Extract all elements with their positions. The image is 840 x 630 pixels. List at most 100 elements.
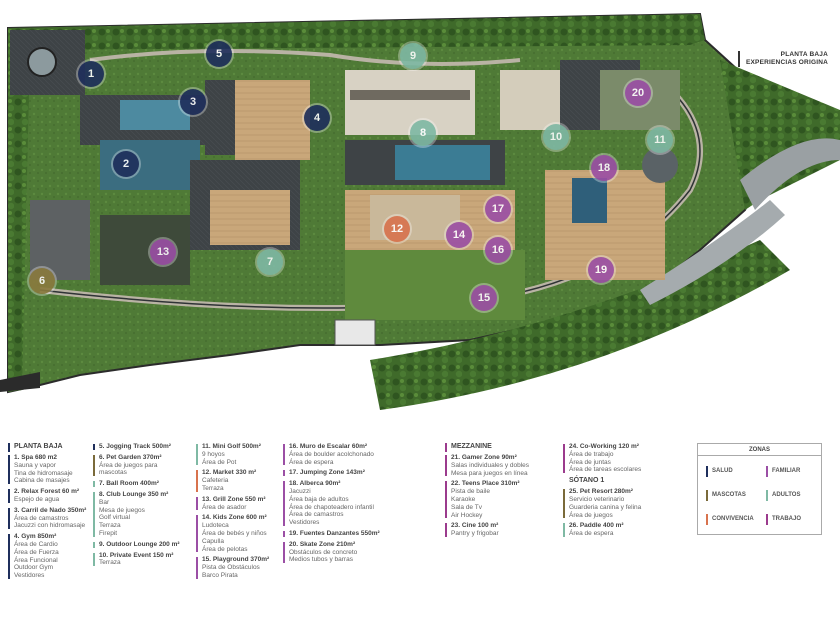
legend-item-title: 15. Playground 370m² xyxy=(202,556,270,564)
legend-item-detail: Área baja de adultos xyxy=(289,495,349,503)
legend-item-detail: Área de espera xyxy=(569,530,614,538)
legend-item-detail: Golf virtual xyxy=(99,514,131,522)
legend-item-detail: Área de camastros xyxy=(289,511,344,519)
plan-title-line1: PLANTA BAJA xyxy=(780,51,828,58)
legend-item-detail: Terraza xyxy=(99,522,121,530)
zone-color-stripe xyxy=(8,507,10,530)
amenity-marker-12[interactable]: 12 xyxy=(384,216,410,242)
legend-column-2: 5. Jogging Track 500m² 6. Pet Garden 370m… xyxy=(93,443,203,570)
legend-item-detail: Cafeteria xyxy=(202,477,229,485)
amenity-marker-4[interactable]: 4 xyxy=(304,105,330,131)
zone-color-stripe xyxy=(445,523,447,537)
legend-item-title: 18. Alberca 90m² xyxy=(289,480,341,488)
amenity-marker-19[interactable]: 19 xyxy=(588,257,614,283)
zone-color-stripe xyxy=(8,489,10,503)
legend-item-title: 21. Gamer Zone 90m² xyxy=(451,454,517,461)
zone-color-stripe xyxy=(563,489,565,519)
zone-color-stripe xyxy=(93,552,95,567)
legend-item-detail: Medios tubos y barras xyxy=(289,556,353,564)
legend-item-detail: Guarderia canina y felina xyxy=(569,503,642,511)
amenity-marker-9[interactable]: 9 xyxy=(400,43,426,69)
legend-item-title: 7. Ball Room 400m² xyxy=(99,480,159,488)
legend-item-9: 9. Outdoor Lounge 200 m² xyxy=(93,541,203,549)
amenity-marker-10[interactable]: 10 xyxy=(543,124,569,150)
zones-title: ZONAS xyxy=(698,444,821,456)
amenity-marker-11[interactable]: 11 xyxy=(647,127,673,153)
zone-color-stripe xyxy=(283,530,285,537)
legend-item-detail: Área de Fuerza xyxy=(14,548,59,556)
amenity-marker-13[interactable]: 13 xyxy=(150,239,176,265)
amenity-marker-3[interactable]: 3 xyxy=(180,89,206,115)
amenity-marker-7[interactable]: 7 xyxy=(257,249,283,275)
legend-item-detail: Área de tareas escolares xyxy=(569,466,642,474)
legend-item-detail: Sala de Tv xyxy=(451,503,482,511)
legend-item-title: 9. Outdoor Lounge 200 m² xyxy=(99,540,180,548)
legend-item-7: 7. Ball Room 400m² xyxy=(93,480,203,488)
zone-key-trabajo: TRABAJO xyxy=(766,514,801,525)
amenity-marker-2[interactable]: 2 xyxy=(113,151,139,177)
legend-item-title: 24. Co-Working 120 m² xyxy=(569,443,639,450)
zone-color-stripe xyxy=(196,515,198,553)
amenity-marker-20[interactable]: 20 xyxy=(625,80,651,106)
legend-item-detail: Área de juntas xyxy=(569,458,611,466)
amenity-marker-14[interactable]: 14 xyxy=(446,222,472,248)
legend-item-title: 6. Pet Garden 370m² xyxy=(99,453,162,461)
zone-key-convivencia: CONVIVENCIA xyxy=(706,514,754,525)
zone-color-stripe xyxy=(93,491,95,537)
amenity-marker-5[interactable]: 5 xyxy=(206,41,232,67)
amenity-marker-16[interactable]: 16 xyxy=(485,237,511,263)
legend-item-title: 23. Cine 100 m² xyxy=(451,522,499,530)
legend-item-detail: Vestidores xyxy=(289,519,320,527)
amenity-marker-8[interactable]: 8 xyxy=(410,120,436,146)
legend-item-title: 8. Club Lounge 350 m² xyxy=(99,490,169,498)
legend-item-detail: Salas individuales y dobles xyxy=(451,461,530,469)
zone-color-stripe xyxy=(196,557,198,579)
zone-color-stripe xyxy=(196,444,198,466)
plan-title: PLANTA BAJA EXPERIENCIAS ORIGINA xyxy=(737,51,828,67)
legend-item-title: 10. Private Event 150 m² xyxy=(99,551,174,559)
legend-item-title: 11. Mini Golf 500m² xyxy=(202,443,261,450)
amenity-marker-18[interactable]: 18 xyxy=(591,155,617,181)
zone-color-stripe xyxy=(283,444,285,466)
legend-item-detail: Capulla xyxy=(202,537,225,545)
legend-item-detail: Servicio veterinario xyxy=(569,495,625,503)
amenity-marker-1[interactable]: 1 xyxy=(78,61,104,87)
amenity-marker-6[interactable]: 6 xyxy=(29,268,55,294)
zone-color-stripe xyxy=(445,455,447,477)
legend-item-detail: Sauna y vapor xyxy=(14,461,56,469)
legend-item-detail: Barco Pirata xyxy=(202,571,238,579)
amenity-marker-15[interactable]: 15 xyxy=(471,285,497,311)
legend-item-detail: Área de Cardio xyxy=(14,540,58,548)
legend-item-detail: Jacuzzi xyxy=(289,487,311,495)
legend-item-detail: Espejo de agua xyxy=(14,495,60,503)
zone-color-stripe xyxy=(196,470,198,492)
zone-color-stripe xyxy=(8,455,10,485)
legend-item-title: 5. Jogging Track 500m² xyxy=(99,443,171,450)
legend-item-detail: Área de asador xyxy=(202,503,247,511)
legend-item-detail: Air Hockey xyxy=(451,511,483,519)
legend-item-title: 12. Market 330 m² xyxy=(202,469,257,477)
legend-item-title: 16. Muro de Escalar 60m² xyxy=(289,443,368,450)
zone-color-stripe xyxy=(563,523,565,537)
legend-item-19: 19. Fuentes Danzantes 550m² xyxy=(283,530,413,538)
amenity-marker-17[interactable]: 17 xyxy=(485,196,511,222)
legend-item-title: 17. Jumping Zone 143m² xyxy=(289,469,365,477)
